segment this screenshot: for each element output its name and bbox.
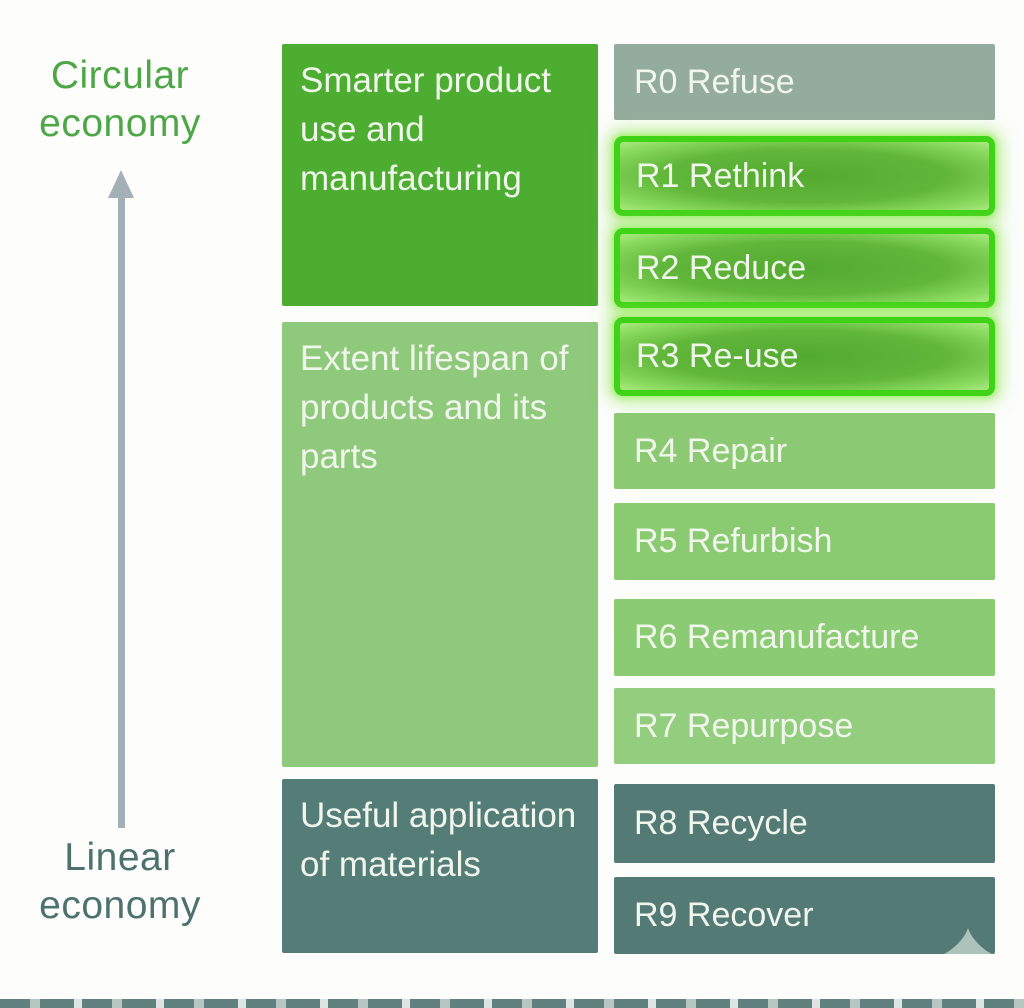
ladder-row-label: R9 Recover — [634, 896, 814, 934]
up-arrow-icon — [108, 170, 134, 198]
ladder-row-r1-rethink-highlighted: R1 Rethink — [614, 136, 995, 216]
ladder-row-label: R7 Repurpose — [634, 706, 854, 745]
linear-economy-label: Linear economy — [39, 836, 201, 927]
ladder-row-r4-repair: R4 Repair — [614, 413, 995, 489]
ladder-row-label: R1 Rethink — [636, 156, 805, 195]
ladder-row-r7-repurpose: R7 Repurpose — [614, 688, 995, 764]
ladder-row-label: R2 Reduce — [636, 248, 807, 287]
group-box-smarter-product-use: Smarter product use and manufacturing — [282, 44, 598, 306]
ladder-row-r3-reuse-highlighted: R3 Re-use — [614, 317, 995, 396]
circular-economy-label: Circular economy — [39, 54, 201, 145]
bottom-edge-artifact — [0, 999, 1024, 1008]
ladder-row-r6-remanufacture: R6 Remanufacture — [614, 599, 995, 676]
group-box-extend-lifespan: Extent lifespan of products and its part… — [282, 322, 598, 767]
ladder-row-r9-recover: R9 Recover — [614, 877, 995, 954]
ladder-row-label: R4 Repair — [634, 431, 788, 470]
ladder-row-label: R3 Re-use — [636, 337, 799, 375]
ladder-row-r2-reduce-highlighted: R2 Reduce — [614, 228, 995, 308]
ladder-row-r0-refuse: R0 Refuse — [614, 44, 995, 120]
ladder-row-r5-refurbish: R5 Refurbish — [614, 503, 995, 580]
ladder-row-label: R0 Refuse — [634, 62, 795, 101]
triangle-artifact-icon — [944, 928, 992, 954]
group-box-useful-application: Useful application of materials — [282, 779, 598, 953]
ladder-row-r8-recycle: R8 Recycle — [614, 784, 995, 863]
ladder-row-label: R6 Remanufacture — [634, 618, 920, 656]
axis-arrow-line — [118, 196, 125, 828]
ladder-row-label: R5 Refurbish — [634, 522, 833, 560]
ladder-row-label: R8 Recycle — [634, 804, 808, 842]
